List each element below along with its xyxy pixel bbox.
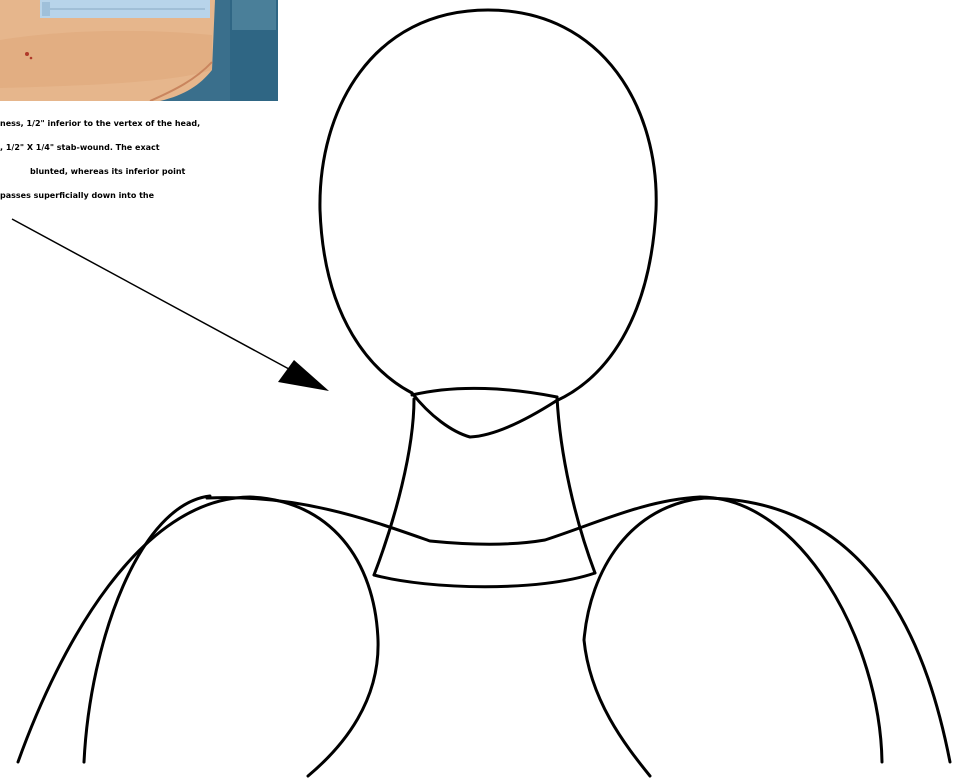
head-outline — [320, 10, 656, 401]
left-shoulder-outline — [18, 496, 378, 776]
right-shoulder-outline — [584, 497, 950, 776]
chin-outline — [412, 393, 556, 437]
neck-outline — [374, 388, 595, 586]
pointer-arrow — [12, 219, 329, 391]
